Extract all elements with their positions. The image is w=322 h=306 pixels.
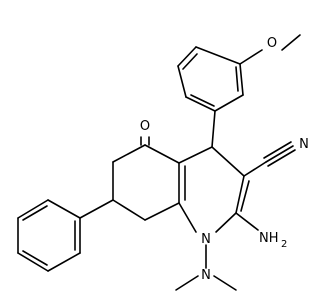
atom-label-ring-nitrogen: N <box>201 232 211 247</box>
bond <box>177 46 197 67</box>
atom-label-nitrile-nitrogen: N <box>299 137 309 152</box>
bond <box>17 252 49 272</box>
aromatic-inner-bond <box>22 250 48 266</box>
bond-c4-aryl <box>211 110 216 148</box>
bond <box>112 199 146 221</box>
triple-bond <box>263 141 292 159</box>
bond <box>177 65 187 98</box>
bond-methoxy <box>239 49 263 65</box>
atom-label-amine: NH <box>259 231 279 246</box>
bond-methyl <box>281 34 301 51</box>
bond <box>215 212 237 233</box>
bond-c3-cn <box>243 161 267 177</box>
bond <box>185 96 216 112</box>
triple-bond <box>265 145 294 163</box>
aromatic-inner-bond <box>190 94 215 107</box>
bond-n-methyl <box>175 275 199 291</box>
bond <box>178 202 197 233</box>
bond <box>144 202 180 221</box>
bond <box>144 144 180 164</box>
bond <box>112 144 146 163</box>
bond-n-methyl <box>213 275 237 291</box>
bond <box>240 180 250 212</box>
atom-label-dimethylamino-nitrogen: N <box>201 268 211 283</box>
aromatic-inner-bond <box>22 205 48 221</box>
bond <box>17 199 49 219</box>
bond <box>214 94 244 112</box>
aromatic-inner-bond <box>182 53 198 70</box>
bond <box>235 175 245 214</box>
aromatic-inner-bond <box>235 66 239 92</box>
bond <box>211 146 245 177</box>
atom-label-ketone-oxygen: O <box>140 119 150 134</box>
phenyl-ring <box>17 199 81 272</box>
bond <box>178 146 213 164</box>
methoxyphenyl-ring <box>177 46 244 112</box>
bond <box>47 199 81 219</box>
atom-label-amine-subscript: 2 <box>281 239 287 250</box>
triple-bond <box>267 149 296 167</box>
atom-label-methoxy-oxygen: O <box>267 36 277 51</box>
bond <box>47 252 81 272</box>
bond-c2-nh2 <box>235 212 259 231</box>
bond-c7-phenyl <box>79 199 114 219</box>
bond <box>195 46 241 65</box>
bond <box>239 63 244 96</box>
